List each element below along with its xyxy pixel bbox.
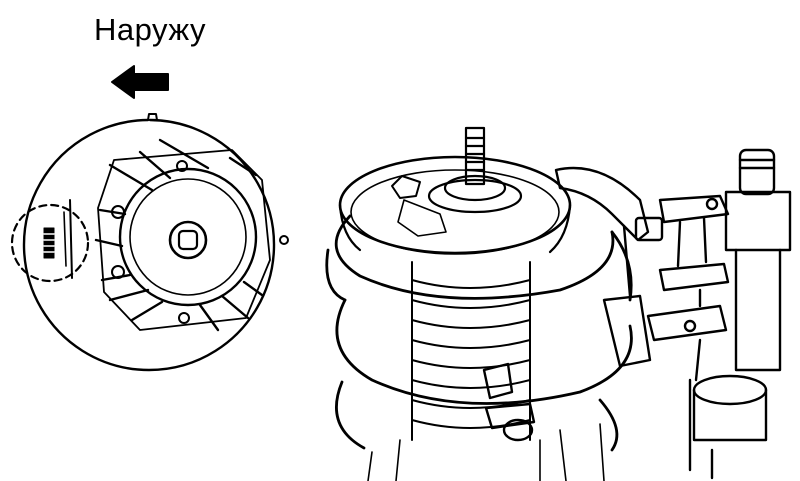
direction-label: Наружу bbox=[94, 12, 206, 47]
arrow-left-icon bbox=[111, 65, 169, 99]
spring-compressor bbox=[482, 166, 664, 442]
dust-boot bbox=[411, 261, 531, 441]
coil-spring bbox=[325, 214, 633, 452]
mount-top-view bbox=[22, 113, 289, 372]
strut-assembly bbox=[325, 126, 792, 481]
highlight-circle bbox=[10, 203, 90, 283]
strut-frame bbox=[646, 148, 792, 480]
